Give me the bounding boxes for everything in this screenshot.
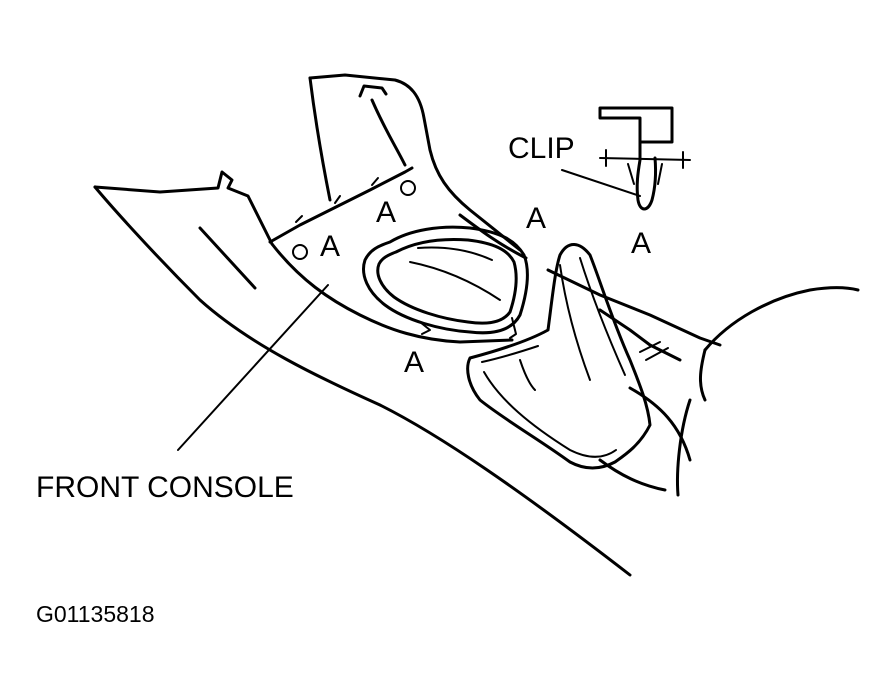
front-console-label: FRONT CONSOLE [36,471,294,504]
console-rear-panel [268,73,528,260]
clip-point-label: A [404,346,424,379]
clip-label: CLIP [508,132,575,165]
shift-boot [466,243,652,470]
clip-leader [561,169,641,197]
shift-bezel [362,225,529,339]
front-console-leader [177,284,329,451]
leader-lines [177,169,641,451]
clip-detail [598,106,691,211]
console-right-side [546,268,860,497]
clip-point-label: A [376,196,396,229]
console-body [93,170,632,577]
figure-id-label: G01135818 [36,601,155,627]
clip-point-label: A [526,202,546,235]
clip-point-label: A [320,230,340,263]
clip-point-label: A [631,227,651,260]
